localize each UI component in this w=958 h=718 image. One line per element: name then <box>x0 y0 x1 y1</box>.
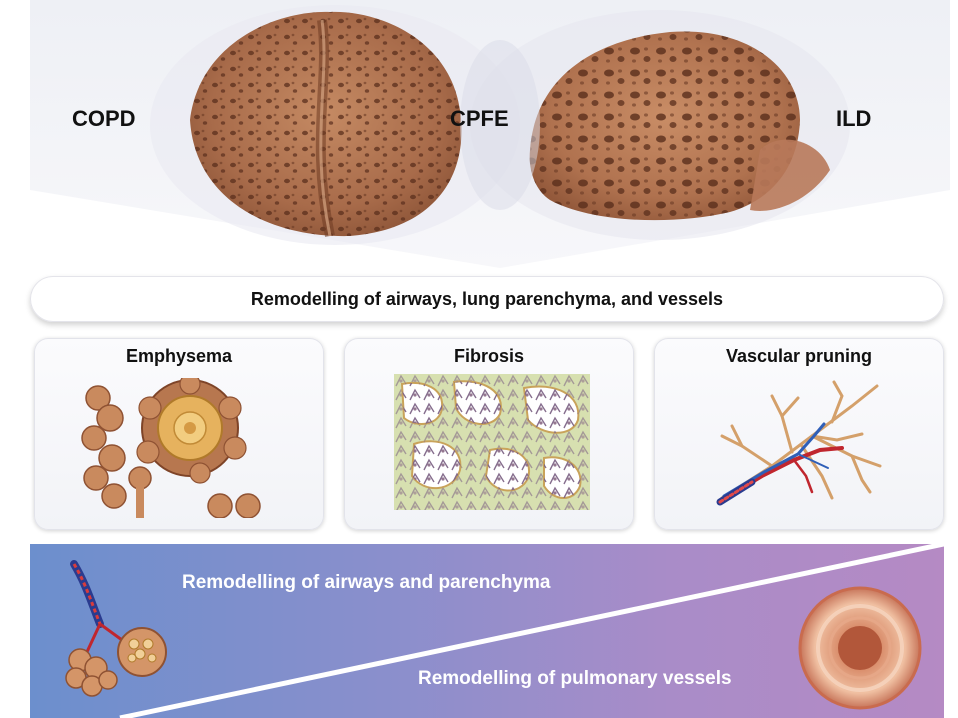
emphysema-panel: Emphysema <box>34 338 324 530</box>
band-divider <box>65 544 944 718</box>
remodelling-gradient-band: Remodelling of airways and parenchyma Re… <box>30 544 944 718</box>
remodelling-banner: Remodelling of airways, lung parenchyma,… <box>30 276 944 322</box>
emphysema-title: Emphysema <box>125 346 233 366</box>
vascular-pruning-title: Vascular pruning <box>725 346 873 366</box>
remodelling-banner-text: Remodelling of airways, lung parenchyma,… <box>250 288 724 309</box>
pulmonary-vessels-remodelling-text: Remodelling of pulmonary vessels <box>418 668 732 689</box>
pulmonary-vessel-cross-section <box>798 586 922 710</box>
ild-label: ILD <box>836 106 872 131</box>
airways-parenchyma-remodelling-text: Remodelling of airways and parenchyma <box>182 572 551 593</box>
emphysema-illustration <box>81 378 261 518</box>
ild-lung-section <box>470 10 850 240</box>
copd-label: COPD <box>72 106 136 131</box>
copd-lung-section <box>150 5 520 245</box>
fibrosis-panel: Fibrosis <box>344 338 634 530</box>
top-comparison-section: COPD CPFE ILD <box>30 0 950 270</box>
vascular-pruning-illustration <box>716 380 882 506</box>
fibrosis-title: Fibrosis <box>453 346 524 366</box>
vascular-pruning-panel: Vascular pruning <box>654 338 944 530</box>
alveolar-duct-illustration <box>65 560 167 697</box>
fibrosis-illustration <box>394 374 590 510</box>
cpfe-label: CPFE <box>450 106 509 131</box>
lung-venn-illustration <box>30 0 950 268</box>
